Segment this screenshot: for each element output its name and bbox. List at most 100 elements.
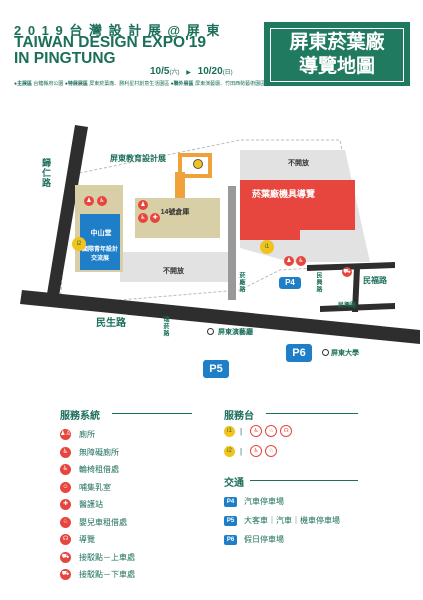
- road-minsheng: [20, 290, 420, 344]
- date-end: 10/20: [197, 66, 223, 77]
- edu-location-icon: [193, 159, 203, 169]
- youth-design-label: 國際青年設計交流展: [81, 247, 118, 262]
- expo-english-title: TAIWAN DESIGN EXPO'19 IN PINGTUNG: [14, 35, 206, 67]
- first-aid-icon: ✚: [60, 499, 71, 511]
- wheelchair-rental-icon: ♿: [250, 425, 263, 437]
- map-title-frame: 屏東菸葉廠 導覽地圖: [270, 28, 404, 82]
- expo-dates: 10/5(六) ▶ 10/20(日): [150, 66, 233, 77]
- service-legend-label: 嬰兒車租借處: [79, 517, 127, 527]
- transport-legend-label: 假日停車場: [244, 535, 284, 544]
- university-label: 屏東大學: [331, 350, 359, 357]
- warehouse-14: [135, 198, 220, 238]
- service-legend-label: 輪椅租借處: [79, 465, 119, 475]
- closed-area-bottom: [120, 252, 230, 282]
- date-end-day: (日): [222, 70, 233, 76]
- guide-icon: ☊: [60, 534, 71, 546]
- road-ruoyan-label: 瑞菸路: [162, 316, 168, 337]
- service-legend-item: ⛟接駁點－下車處: [60, 566, 240, 584]
- service-desk-separator: |: [240, 446, 243, 456]
- first-aid-icon: ✚: [150, 213, 160, 223]
- edu-connector: [175, 172, 185, 198]
- site-map: [20, 125, 420, 344]
- expo-year-title: 2 0 1 9 台 灣 設 計 展 @ 屏 東: [14, 23, 221, 38]
- toilet-icon: ♟: [84, 196, 94, 206]
- service-desk-i1-marker[interactable]: i1: [260, 240, 274, 254]
- map-title-line2: 導覽地圖: [298, 56, 375, 77]
- accessible-toilet-icon: ♿: [97, 196, 107, 206]
- road-ren-label: 歸仁路: [41, 158, 51, 188]
- service-desk-i2-marker[interactable]: i2: [72, 237, 86, 251]
- service-legend-item: ☊ 導覽: [60, 531, 240, 549]
- parking-p4[interactable]: P4: [279, 277, 301, 289]
- road-yanfan-label: 菸廠路: [238, 272, 244, 293]
- service-desk-i1-row: i1 | ♿ ♘ ☊: [224, 425, 293, 437]
- service-desk-divider: [266, 413, 358, 414]
- area-external-label: ●聯外展區: [170, 81, 194, 87]
- stroller-rental-icon: ♘: [265, 425, 278, 437]
- wheelchair-rental-icon: ♿: [250, 445, 263, 457]
- service-legend-label: 接駁點－上車處: [79, 552, 135, 562]
- closed-area-right-label: 不開放: [288, 160, 309, 167]
- date-start: 10/5: [150, 66, 170, 77]
- road-minxing-h: [320, 303, 395, 312]
- area-main-label: ●主展區: [14, 81, 33, 87]
- expo-title-line1: TAIWAN DESIGN EXPO'19: [14, 34, 207, 51]
- transport-section-title: 交通: [224, 478, 244, 489]
- toilet-icon: ♟: [138, 200, 148, 210]
- road-minsheng-label: 民生路: [96, 318, 126, 329]
- edu-building-label: 屏東教育設計展: [110, 154, 166, 163]
- exhibition-areas: ●主展區 台糖縣府公園 ●特展展區 屏東菸葉廠、勝利星村創意生活園區 ●聯外展區…: [14, 80, 265, 87]
- services-list: ♟♙廁所♿無障礙廁所♿輪椅租借處☺哺集乳室✚醫護站♘嬰兒車租借處☊導覽⛟接駁點－…: [60, 426, 240, 584]
- warehouse-14-label: 14號倉庫: [160, 209, 190, 216]
- shuttle-pickup-icon: ⛟: [60, 551, 71, 563]
- stroller-rental-icon: ♘: [265, 445, 278, 457]
- service-desk-i2-icon: i2: [224, 445, 235, 457]
- map-title-line1: 屏東菸葉廠: [289, 32, 385, 53]
- area-special-desc: 屏東菸葉廠、勝利星村創意生活園區: [89, 81, 170, 87]
- service-legend-label: 哺集乳室: [79, 482, 111, 492]
- guide-icon: ☊: [280, 425, 293, 437]
- map-title-box: 屏東菸葉廠 導覽地圖: [264, 22, 410, 86]
- road-minxing-v-label: 民興路: [315, 272, 321, 293]
- toilet-icon: ♟: [284, 256, 294, 266]
- service-legend-label: 導覽: [79, 535, 95, 545]
- service-legend-item: ✚醫護站: [60, 496, 240, 514]
- shuttle-dropoff-icon: ⛟: [60, 569, 71, 581]
- closed-area-bottom-label: 不開放: [163, 268, 184, 275]
- parking-p6[interactable]: P6: [286, 344, 312, 362]
- theater-label: 屏東演藝廳: [218, 329, 253, 336]
- wheelchair-rental-icon: ♿: [60, 464, 71, 476]
- service-desk-section-title: 服務台: [224, 411, 254, 422]
- parking-p5[interactable]: P5: [203, 360, 229, 378]
- services-divider: [112, 413, 192, 414]
- service-legend-item: ♟♙廁所: [60, 426, 240, 444]
- accessible-toilet-icon: ♿: [296, 256, 306, 266]
- zhongshan-label: 中山堂: [90, 230, 112, 237]
- transport-legend-label: 大客車｜汽車｜機車停車場: [244, 516, 340, 525]
- service-legend-item: ⛟ 接駁點－上車處: [60, 549, 240, 567]
- service-desk-i2-row: i2 | ♿ ♘: [224, 445, 278, 457]
- expo-title-line2: IN PINGTUNG: [14, 50, 116, 67]
- wheelchair-rental-icon: ♿: [138, 213, 148, 223]
- road-minfu: [307, 262, 395, 271]
- toilet-icon: ♟♙: [60, 429, 71, 441]
- area-external-desc: 屏東演藝廳、竹田西勢藝術園區: [195, 81, 266, 87]
- tobacco-factory-left: [240, 205, 275, 240]
- service-legend-item: ♿ 輪椅租借處: [60, 461, 240, 479]
- path-gray-2: [228, 186, 236, 300]
- stroller-rental-icon: ♘: [60, 516, 71, 528]
- shuttle-pickup-icon: ⛟: [342, 267, 352, 277]
- service-legend-label: 無障礙廁所: [79, 447, 119, 457]
- service-legend-item: ☺ 哺集乳室: [60, 479, 240, 497]
- service-desk-i1-icon: i1: [224, 425, 235, 437]
- youth-design-hall: [80, 214, 120, 270]
- nursing-room-icon: ☺: [60, 481, 71, 493]
- road-ren: [46, 125, 88, 302]
- road-minxing-h-label: 民興路: [338, 303, 357, 309]
- area-special-label: ●特展展區: [64, 81, 88, 87]
- transport-divider: [250, 480, 358, 481]
